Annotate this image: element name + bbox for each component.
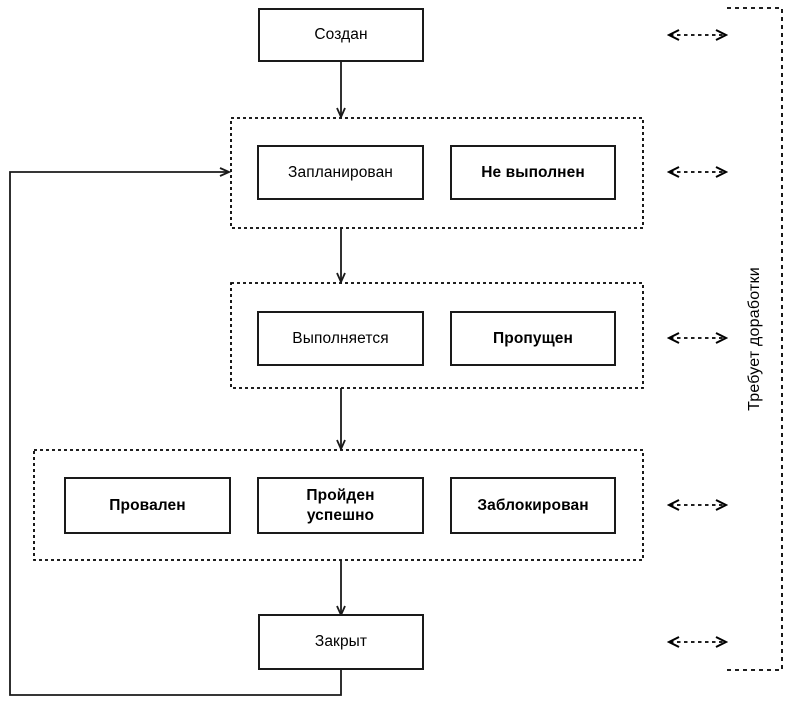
state-label: Не выполнен: [481, 163, 585, 181]
state-node-skipped[interactable]: Пропущен: [450, 311, 616, 366]
state-label: Провален: [109, 496, 186, 514]
state-node-closed[interactable]: Закрыт: [258, 614, 424, 670]
state-label: Выполняется: [292, 329, 389, 347]
state-label: Пройден успешно: [306, 487, 375, 524]
state-node-passed[interactable]: Пройден успешно: [257, 477, 424, 534]
state-label: Заблокирован: [477, 496, 589, 514]
state-node-failed[interactable]: Провален: [64, 477, 231, 534]
dashed-rework-container: [727, 7, 783, 671]
state-node-not-executed[interactable]: Не выполнен: [450, 145, 616, 200]
state-label: Пропущен: [493, 329, 573, 347]
state-label: Закрыт: [314, 633, 368, 651]
state-label: Запланирован: [288, 163, 393, 181]
rework-container-label: Требует доработки: [727, 8, 782, 670]
state-node-in-progress[interactable]: Выполняется: [257, 311, 424, 366]
state-node-blocked[interactable]: Заблокирован: [450, 477, 616, 534]
state-node-created[interactable]: Создан: [258, 8, 424, 62]
rework-label-text: Требует доработки: [745, 267, 763, 411]
state-node-planned[interactable]: Запланирован: [257, 145, 424, 200]
state-label: Создан: [314, 26, 368, 44]
